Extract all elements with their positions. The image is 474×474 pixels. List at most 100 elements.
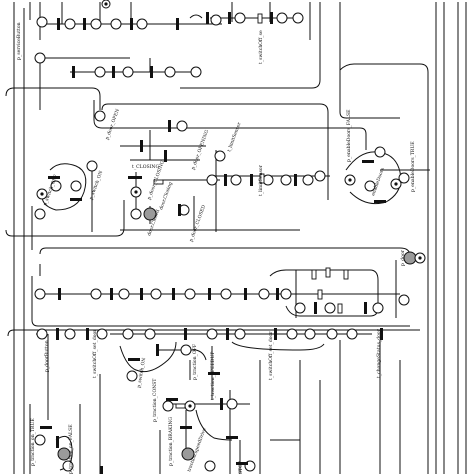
transition (168, 120, 171, 132)
transition (86, 328, 89, 340)
label-p-traction-off: p_traction_OFF (192, 344, 198, 380)
label-stop: STOP (238, 461, 244, 474)
transition-open (325, 267, 331, 278)
place-grey (143, 207, 157, 221)
place (176, 120, 188, 132)
place (86, 160, 98, 172)
transition-open (175, 403, 186, 409)
place (90, 288, 102, 300)
transition (112, 66, 115, 78)
place (190, 66, 202, 78)
transition-open (153, 179, 164, 185)
transition (236, 462, 248, 465)
place (164, 66, 176, 78)
label-t-limitsensor: t_limitSensor (258, 164, 264, 196)
place (34, 434, 46, 446)
transition (70, 198, 82, 201)
place (90, 18, 102, 30)
label-p-door-closed: p_door_CLOSED (188, 204, 207, 243)
place (210, 14, 222, 26)
transition (362, 160, 374, 163)
place (206, 328, 218, 340)
transition-open (259, 173, 265, 184)
transition-open (257, 13, 263, 24)
place (122, 66, 134, 78)
place (364, 180, 376, 192)
transition (166, 398, 178, 401)
place (304, 328, 316, 340)
place (70, 180, 82, 192)
label-p-service-button: p_serviceButton (16, 22, 22, 60)
label-p-door-open: p_door_OPEN (104, 108, 121, 141)
place (226, 398, 238, 410)
transition (180, 426, 192, 429)
place (136, 18, 148, 30)
transition (58, 288, 61, 300)
transition (226, 328, 229, 340)
transition (130, 18, 133, 30)
place (34, 52, 46, 64)
place (94, 66, 106, 78)
transition (208, 372, 220, 375)
place (180, 344, 192, 356)
place (64, 18, 76, 30)
place (292, 12, 304, 24)
transition (380, 328, 383, 340)
token (418, 256, 422, 260)
transition (57, 18, 60, 30)
places (34, 0, 426, 472)
transition (220, 398, 223, 410)
place (280, 174, 292, 186)
transition (128, 358, 140, 361)
label-t-switchoff-set-door-2: t_switchOff_set_door (268, 331, 274, 380)
label-t-switchoff-set-door: t_switchOff_set_door (92, 329, 98, 378)
transition (270, 12, 273, 24)
transition (228, 12, 231, 24)
place (34, 288, 46, 300)
transition (208, 288, 211, 300)
transition (276, 288, 279, 300)
transition (56, 328, 59, 340)
place (258, 288, 270, 300)
transition (56, 436, 59, 448)
place (34, 208, 46, 220)
place (398, 294, 410, 306)
transition (40, 426, 52, 429)
place (110, 18, 122, 30)
label-p-enable-doors-true: p_enableDoors_TRUE (410, 141, 416, 192)
place (96, 328, 108, 340)
label-p-door-button: p_doorButton (44, 340, 50, 372)
token (40, 192, 44, 196)
label-door-closing: door.Closing (158, 181, 174, 210)
place (234, 328, 246, 340)
place (122, 328, 134, 340)
place (262, 174, 274, 186)
label-p-door: p_door (400, 249, 406, 266)
transition (176, 18, 179, 30)
place (230, 174, 242, 186)
token (348, 178, 352, 182)
transition (128, 176, 142, 179)
transition (72, 66, 75, 78)
transition-open (317, 289, 323, 300)
transition (294, 174, 297, 186)
label-p-switch-on-2: p_switch_ON (136, 357, 147, 388)
transition-open (311, 269, 317, 280)
label-t-closing: t_CLOSING (132, 164, 159, 170)
place (314, 170, 326, 182)
place (374, 146, 386, 158)
transition (224, 174, 227, 186)
place (372, 302, 384, 314)
label-p-switch-on: p_switch_ON (88, 170, 104, 201)
transition (226, 436, 238, 439)
transition (364, 302, 367, 314)
label-t-change-status-door: t_changeStatus_door (376, 328, 382, 378)
transition (140, 288, 143, 300)
place (144, 328, 156, 340)
place (326, 328, 338, 340)
token (188, 404, 192, 408)
place (280, 288, 292, 300)
transition (164, 150, 167, 162)
place-grey (181, 447, 195, 461)
label-t-switchoff-set: t_switchOff_se (258, 30, 264, 64)
